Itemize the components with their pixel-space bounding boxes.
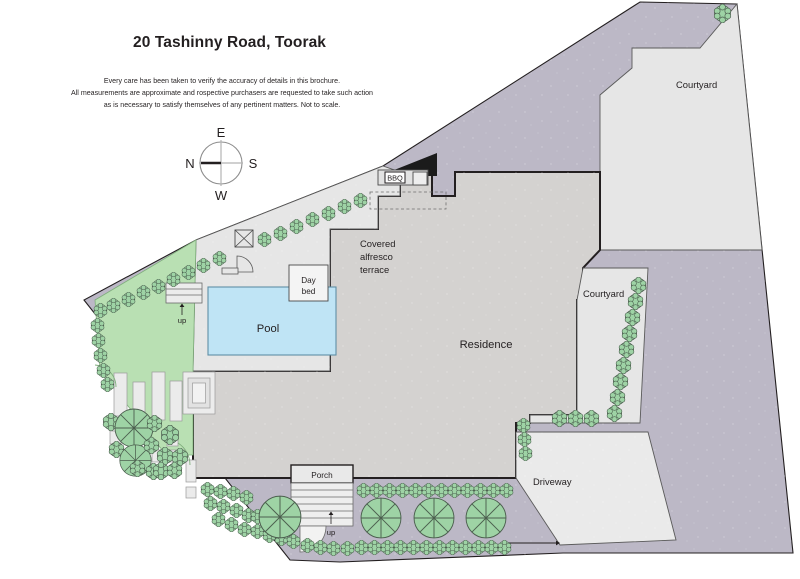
porch-label: Porch xyxy=(311,471,333,480)
courtyard-top-label: Courtyard xyxy=(676,79,717,90)
courtyard-right-label: Courtyard xyxy=(583,288,624,299)
alfresco-label-line2: alfresco xyxy=(360,251,393,262)
compass-rose: E N S W xyxy=(185,125,257,203)
day-bed-label-line2: bed xyxy=(302,287,316,296)
pool-label: Pool xyxy=(257,323,279,335)
terrace-door-swing xyxy=(236,255,254,273)
page-title: 20 Tashinny Road, Toorak xyxy=(133,34,326,51)
porch-steps-up-label: up xyxy=(327,528,335,537)
disclaimer-line-1: Every care has been taken to verify the … xyxy=(104,77,340,85)
driveway-texture xyxy=(516,432,676,545)
porch-steps-up-arrow xyxy=(328,511,334,524)
courtyard-top-area xyxy=(599,2,763,251)
alfresco-dashed-outline xyxy=(369,191,447,210)
pool-steps-up-label: up xyxy=(178,316,186,325)
alfresco-label-line1: Covered xyxy=(360,238,395,249)
compass-label-bottom: W xyxy=(215,188,228,203)
garden-bed xyxy=(185,486,197,499)
disclaimer-line-2: All measurements are approximate and ros… xyxy=(71,89,373,97)
bbq-unit xyxy=(384,171,406,184)
pergola-marker xyxy=(234,229,254,248)
driveway-arrow xyxy=(505,540,560,546)
pool-steps-up-arrow xyxy=(179,303,185,315)
bbq-sink xyxy=(412,171,428,186)
disclaimer-line-3: as is necessary to satisfy themselves of… xyxy=(104,101,341,109)
alfresco-label-line3: terrace xyxy=(360,264,389,275)
bbq-label: BBQ xyxy=(387,174,403,183)
garden-bed xyxy=(113,372,128,417)
garden-bed xyxy=(185,459,197,483)
residence-texture xyxy=(193,172,600,478)
pool-steps xyxy=(165,282,203,304)
driveway-label: Driveway xyxy=(533,476,572,487)
garden-bed xyxy=(151,371,166,421)
terrace-door-jamb xyxy=(221,267,239,275)
compass-label-left: N xyxy=(185,156,194,171)
residence-label: Residence xyxy=(460,339,513,351)
compass-label-right: S xyxy=(249,156,258,171)
garden-bed xyxy=(169,380,183,422)
day-bed-box xyxy=(288,264,329,302)
porch-steps xyxy=(290,482,354,527)
water-feature-inner xyxy=(192,382,206,404)
day-bed-label-line1: Day xyxy=(301,276,316,285)
driveway-shrub-column xyxy=(516,418,533,461)
compass-label-top: E xyxy=(217,125,226,140)
